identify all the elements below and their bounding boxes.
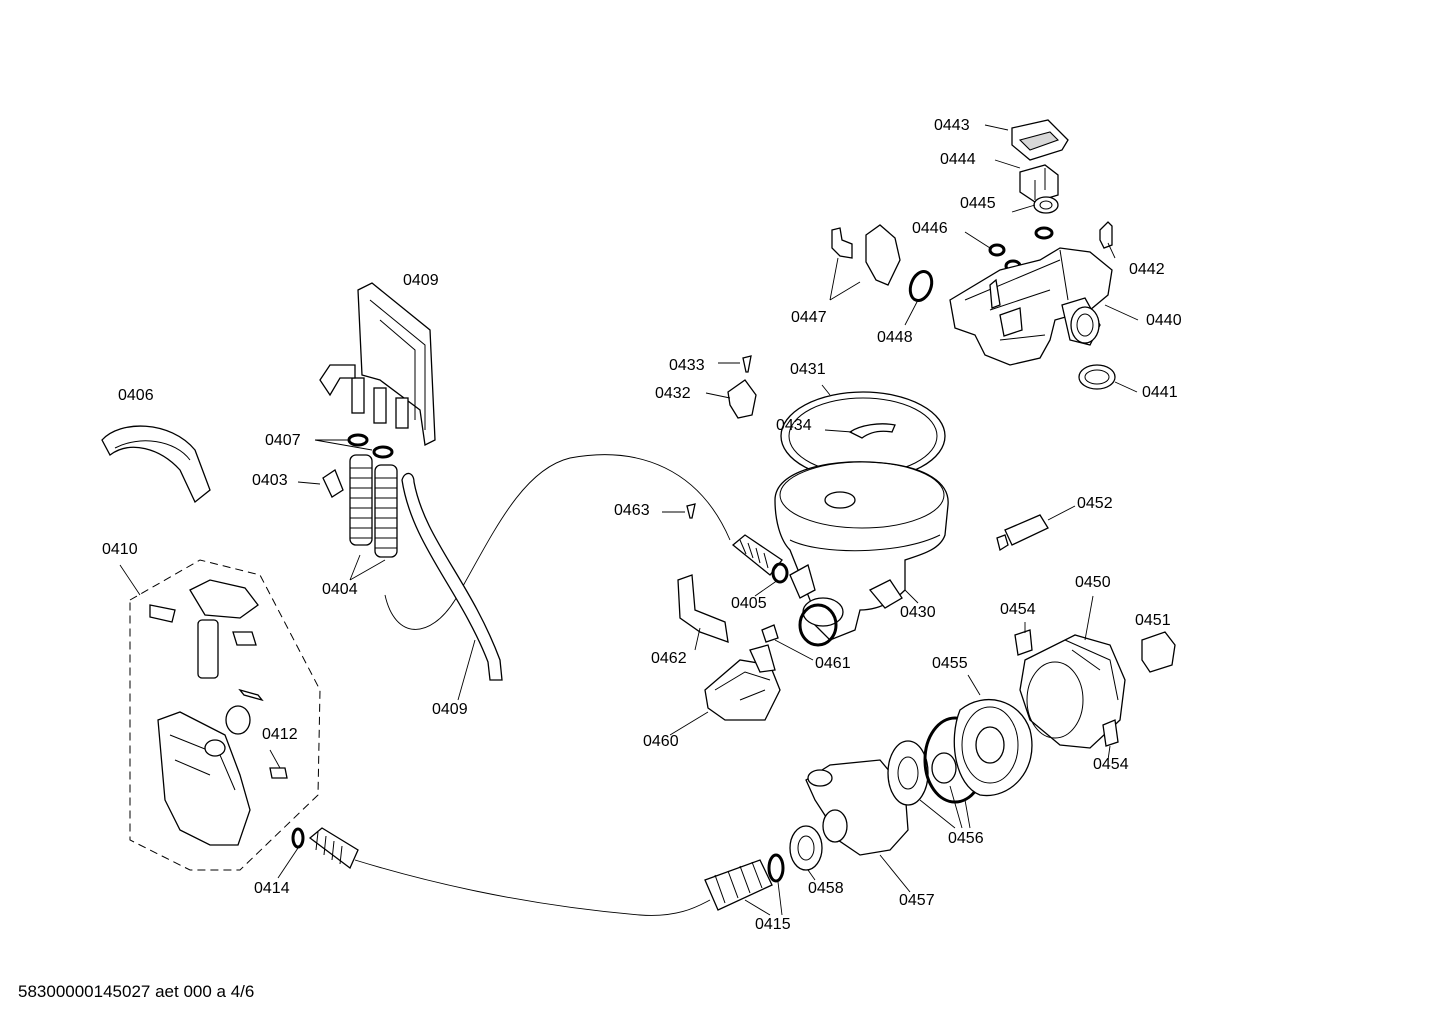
part-0458-seal [789,825,823,871]
label-0409-upper: 0409 [403,272,439,289]
part-0409-vent-chamber [319,282,436,446]
label-0460: 0460 [643,733,679,750]
label-0451: 0451 [1135,612,1171,629]
part-0454-clip-top [1014,629,1033,656]
label-0448: 0448 [877,329,913,346]
part-0454-clip-bottom [1102,719,1119,747]
label-0434: 0434 [776,417,812,434]
label-0455: 0455 [932,655,968,672]
label-0452: 0452 [1077,495,1113,512]
label-0431: 0431 [790,361,826,378]
label-0414: 0414 [254,880,290,897]
part-0415-hose [704,853,785,911]
part-0405-hose [731,534,838,647]
part-0414-hose [291,827,359,870]
label-0441: 0441 [1142,384,1178,401]
part-0448-valve [865,224,934,303]
part-0444-plug [1019,164,1059,203]
label-0407: 0407 [265,432,301,449]
label-0410: 0410 [102,541,138,558]
part-0441-clamp [1078,364,1116,390]
label-0442: 0442 [1129,261,1165,278]
part-0455-pump-cover [953,698,1033,797]
part-0462-bracket [677,574,729,643]
connecting-hose-lower [354,859,711,916]
part-0457-pump-housing [805,759,909,856]
part-0461-clip [761,624,779,643]
part-0463-screw [686,503,696,519]
label-0406: 0406 [118,387,154,404]
part-0433-screw [742,355,752,373]
label-0446: 0446 [912,220,948,237]
label-0445: 0445 [960,195,996,212]
label-0458: 0458 [808,880,844,897]
part-0409-hose [401,472,503,681]
label-0456: 0456 [948,830,984,847]
label-0403: 0403 [252,472,288,489]
part-0447-bracket [831,227,853,259]
part-0456-impeller [887,716,987,806]
document-footer-id: 58300000145027 aet 000 a 4/6 [18,982,255,1001]
part-0451-connector [1141,631,1176,673]
part-0404-hoses [349,454,398,558]
label-0412: 0412 [262,726,298,743]
label-0461: 0461 [815,655,851,672]
label-0454-lower: 0454 [1093,756,1129,773]
label-0404: 0404 [322,581,358,598]
label-0454-upper: 0454 [1000,601,1036,618]
label-0433: 0433 [669,357,705,374]
label-0457: 0457 [899,892,935,909]
part-0434-insert [848,423,896,439]
part-0403-clip [322,469,344,498]
part-0460-drain-pump [704,644,781,721]
connecting-hose-upper [384,454,731,630]
label-0462: 0462 [651,650,687,667]
label-0447: 0447 [791,309,827,326]
label-0440: 0440 [1146,312,1182,329]
label-0443: 0443 [934,117,970,134]
part-0406-cover [101,425,211,504]
label-0409-lower: 0409 [432,701,468,718]
part-0452-pin [996,514,1049,552]
label-0450: 0450 [1075,574,1111,591]
label-0405: 0405 [731,595,767,612]
part-0442-sensor [1099,221,1113,249]
part-0450-circulation-motor [1019,634,1126,749]
label-0432: 0432 [655,385,691,402]
label-0415: 0415 [755,916,791,933]
label-0463: 0463 [614,502,650,519]
label-0444: 0444 [940,151,976,168]
label-0430: 0430 [900,604,936,621]
part-0410-assembly-group [129,559,321,871]
part-0440-distributor [949,247,1113,366]
part-0443-cover [1011,119,1069,161]
part-0432-clip [727,379,757,419]
part-0445-grommet [1033,196,1059,214]
part-0407-o-rings [347,433,394,459]
leader-lines [119,124,1139,916]
